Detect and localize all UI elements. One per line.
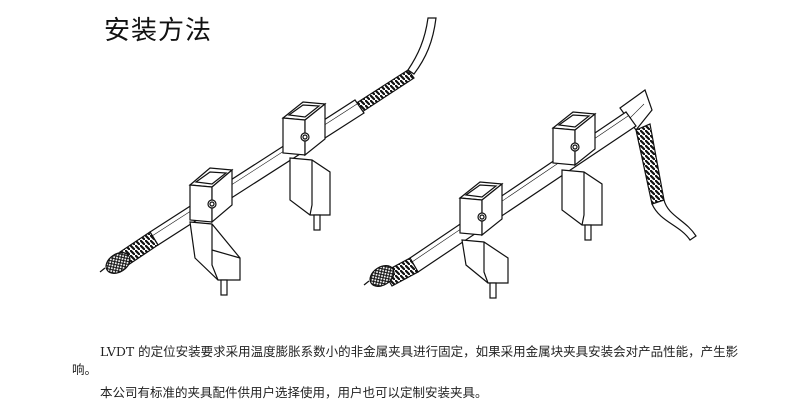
clamp-block-3 [458,181,509,299]
installation-illustration [99,17,697,299]
right-sensor-figure [363,89,697,299]
left-sensor-figure [99,17,437,296]
paragraph-installation-requirement: LVDT 的定位安装要求采用温度膨胀系数小的非金属夹具进行固定，如果采用金属块夹… [72,344,739,377]
clamp-block-1 [188,167,241,296]
paragraph-standard-fixtures: 本公司有标准的夹具配件供用户选择使用，用户也可以定制安装夹具。 [100,385,488,400]
clamp-block-4 [551,111,603,241]
page-title: 安装方法 [104,16,213,46]
clamp-block-2 [281,101,331,231]
